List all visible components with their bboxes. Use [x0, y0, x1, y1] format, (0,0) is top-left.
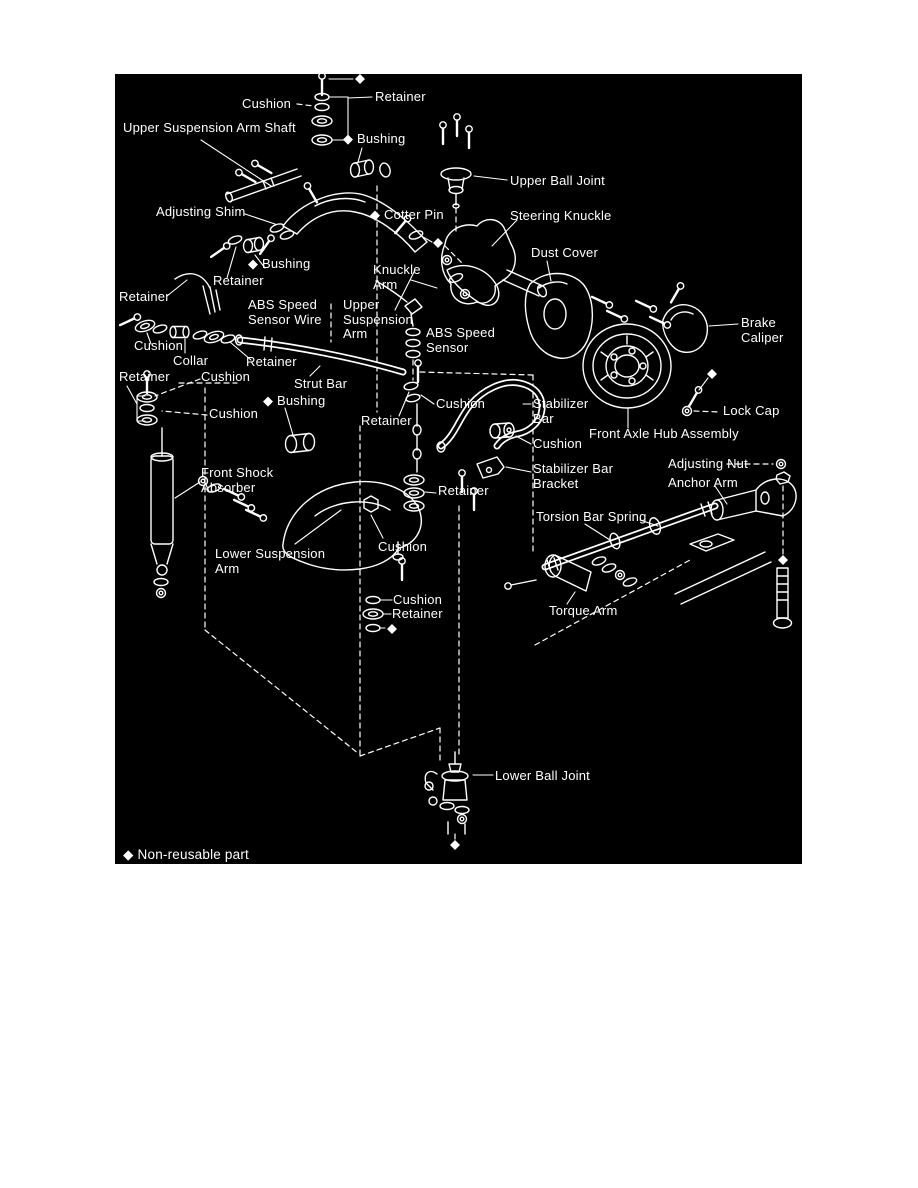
- label-cushion-arm: Cushion: [378, 539, 428, 554]
- upper-suspension-arm-shaft-drawing: [200, 139, 302, 203]
- label-retainer-bottom: Retainer: [392, 606, 443, 621]
- label-retainer-bushing: Retainer: [213, 273, 264, 288]
- top-retainer-cushion-stack-drawing: [296, 74, 373, 146]
- label-strut-bar: Strut Bar: [294, 376, 348, 391]
- front-shock-absorber-drawing: [126, 369, 208, 599]
- label-lock-cap: Lock Cap: [723, 403, 780, 418]
- strut-bar-drawing: [212, 316, 407, 377]
- label-bushing-mid: ◆ Bushing: [248, 256, 311, 271]
- label-lower-suspension-arm: Lower Suspension Arm: [215, 546, 326, 576]
- stabilizer-link-stack-drawing: [398, 358, 437, 512]
- label-cushion-stab: Cushion: [533, 436, 583, 451]
- label-front-shock-absorber: Front Shock Absorber: [201, 465, 274, 495]
- cushion-collar-retainer-row-drawing: [117, 273, 252, 361]
- upper-bushing-drawing: [349, 147, 391, 178]
- label-front-axle-hub-assembly: Front Axle Hub Assembly: [589, 426, 739, 441]
- label-brake-caliper: Brake Caliper: [741, 315, 784, 345]
- label-retainer-top: Retainer: [375, 89, 426, 104]
- lock-cap-drawing: [681, 369, 721, 417]
- label-torsion-bar-spring: Torsion Bar Spring: [536, 509, 647, 524]
- label-cushion-shock2: Cushion: [209, 406, 259, 421]
- label-lower-ball-joint: Lower Ball Joint: [495, 768, 590, 783]
- label-stabilizer-bar: Stabilizer Bar: [533, 396, 589, 426]
- abs-speed-sensor-drawing: [375, 280, 423, 359]
- label-upper-suspension-arm-shaft: Upper Suspension Arm Shaft: [123, 120, 296, 135]
- label-retainer-link-top: Retainer: [361, 413, 412, 428]
- mid-bushing-retainer-drawing: [208, 233, 266, 279]
- steering-knuckle-drawing: [440, 219, 548, 305]
- diagram-line-art: [117, 74, 797, 850]
- label-adjusting-shim: Adjusting Shim: [156, 204, 246, 219]
- torsion-bar-spring-drawing: [541, 501, 719, 573]
- strut-bar-bushing-drawing: [284, 407, 316, 454]
- anchor-arm-drawing: [710, 458, 797, 629]
- dust-cover-drawing: [524, 260, 594, 359]
- adjusting-shim-drawing: [244, 213, 296, 257]
- label-abs-speed-sensor-wire: ABS Speed Sensor Wire: [248, 297, 322, 327]
- label-anchor-arm: Anchor Arm: [668, 475, 738, 490]
- label-cushion-shock: Cushion: [201, 369, 251, 384]
- front-axle-hub-rotor-drawing: [582, 323, 672, 429]
- knuckle-arm-drawing: [410, 265, 500, 307]
- label-steering-knuckle: Steering Knuckle: [510, 208, 612, 223]
- cotter-pin-parts-drawing: [391, 212, 471, 300]
- label-cushion-top: Cushion: [242, 96, 292, 111]
- label-upper-suspension-arm: Upper Suspension Arm: [343, 297, 413, 342]
- stabilizer-bar-drawing: [436, 378, 546, 453]
- label-knuckle-arm: Knuckle Arm: [373, 262, 421, 292]
- label-bushing-top: ◆ Bushing: [343, 131, 406, 146]
- label-retainer-link-bottom: Retainer: [438, 483, 489, 498]
- label-dust-cover: Dust Cover: [531, 245, 599, 260]
- legend-non-reusable-part: ◆ Non-reusable part: [123, 847, 249, 862]
- label-cushion-left: Cushion: [134, 338, 184, 353]
- bottom-cushion-retainer-stack-drawing: [362, 595, 397, 634]
- label-retainer-wire: Retainer: [119, 289, 170, 304]
- label-cotter-pin: ◆ Cotter Pin: [370, 207, 444, 222]
- label-torque-arm: Torque Arm: [549, 603, 618, 618]
- label-cushion-bottom: Cushion: [393, 592, 443, 607]
- lower-ball-joint-drawing: [424, 751, 494, 850]
- label-upper-ball-joint: Upper Ball Joint: [510, 173, 605, 188]
- label-collar: Collar: [173, 353, 209, 368]
- brake-caliper-drawing: [662, 280, 739, 353]
- label-retainer-shock: Retainer: [119, 369, 170, 384]
- label-adjusting-nut: Adjusting Nut: [668, 456, 748, 471]
- suspension-exploded-diagram: Retainer Cushion Upper Suspension Arm Sh…: [115, 74, 802, 864]
- lower-suspension-arm-drawing: [197, 475, 422, 582]
- label-stabilizer-bar-bracket: Stabilizer Bar Bracket: [533, 461, 614, 491]
- label-retainer-collar: Retainer: [246, 354, 297, 369]
- upper-suspension-arm-drawing: [282, 180, 428, 311]
- frame-rail-drawing: [674, 533, 772, 605]
- stabilizer-bushing-bracket-drawing: [457, 422, 532, 512]
- upper-ball-joint-drawing: [438, 112, 508, 209]
- label-abs-speed-sensor: ABS Speed Sensor: [426, 325, 496, 355]
- label-cushion-link: Cushion: [436, 396, 486, 411]
- torque-arm-drawing: [504, 554, 639, 605]
- label-bushing-strut: ◆ Bushing: [263, 393, 326, 408]
